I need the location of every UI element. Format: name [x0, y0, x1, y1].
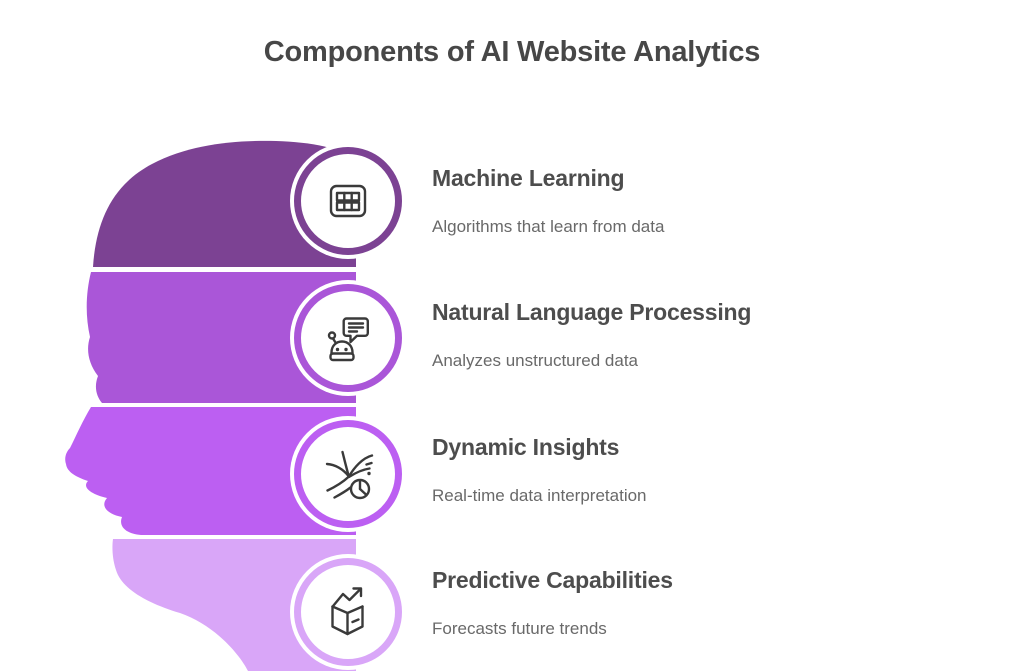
- page-title: Components of AI Website Analytics: [263, 36, 761, 68]
- box-trend-arrow-icon: [331, 587, 364, 636]
- item-predictive: Predictive Capabilities Forecasts future…: [432, 565, 912, 641]
- robot-chat-icon: [327, 317, 369, 362]
- item-machine-learning: Machine Learning Algorithms that learn f…: [432, 163, 912, 239]
- table-grid-icon: [329, 184, 367, 218]
- icon-badge-machine-learning: [294, 147, 402, 255]
- icon-badge-dynamic-insights: [294, 420, 402, 528]
- head-slice-dynamic-insights: [65, 407, 356, 535]
- item-title: Dynamic Insights: [432, 434, 620, 460]
- item-title: Predictive Capabilities: [432, 567, 673, 593]
- item-subtitle: Forecasts future trends: [432, 619, 607, 638]
- head-slice-predictive: [112, 539, 356, 671]
- item-dynamic-insights: Dynamic Insights Real-time data interpre…: [432, 432, 912, 508]
- item-title: Machine Learning: [432, 165, 625, 191]
- head-slice-nlp: [86, 272, 357, 403]
- item-subtitle: Analyzes unstructured data: [432, 351, 639, 370]
- item-subtitle: Algorithms that learn from data: [432, 217, 665, 236]
- item-subtitle: Real-time data interpretation: [432, 486, 647, 505]
- icon-badge-predictive: [294, 558, 402, 666]
- head-slice-machine-learning: [93, 140, 356, 267]
- icon-badge-nlp: [294, 284, 402, 392]
- wind-pie-chart-icon: [325, 450, 374, 500]
- item-title: Natural Language Processing: [432, 299, 752, 325]
- item-nlp: Natural Language Processing Analyzes uns…: [432, 297, 912, 373]
